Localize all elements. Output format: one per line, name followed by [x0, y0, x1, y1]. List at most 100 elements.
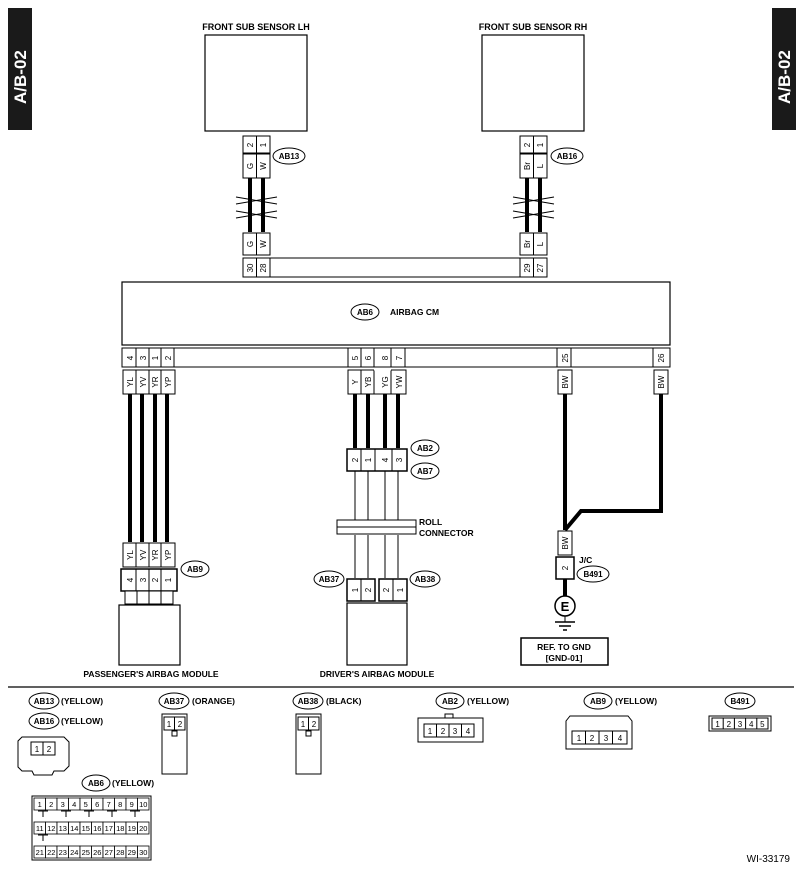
ab6-label: AB6	[350, 303, 380, 321]
ab9-pin-1: 1	[164, 577, 173, 582]
b491-label-text: B491	[583, 570, 603, 579]
legend-ab6-key-tab	[38, 810, 48, 817]
legend-ab13: AB13 (YELLOW)	[28, 692, 103, 710]
ab16-label-text: AB16	[557, 152, 578, 161]
legend-ab9-pin-3: 3	[604, 734, 609, 743]
drv-cm-color-yw: YW	[395, 375, 404, 388]
legend-ab37-color: (ORANGE)	[192, 696, 235, 706]
side-tab-left-label: A/B-02	[11, 50, 30, 104]
gnd-cm-color-25: BW	[561, 375, 570, 388]
ground-symbol-letter: E	[561, 599, 570, 614]
legend-ab6-pin: 14	[70, 824, 78, 833]
pass-ab9-color-yv: YV	[139, 549, 148, 560]
legend-ab6-pin: 28	[116, 848, 124, 857]
ab9-label-text: AB9	[187, 565, 204, 574]
legend-b491-pin-1: 1	[715, 720, 720, 729]
legend-ab6-pin: 1	[38, 800, 42, 809]
legend-ab6-pin: 29	[128, 848, 136, 857]
ab13-label-text: AB13	[279, 152, 300, 161]
cm-pin-28: 28	[259, 263, 268, 272]
cm-pin-1: 1	[151, 355, 160, 360]
legend-ab6-pin: 6	[95, 800, 99, 809]
ab2-pin-3: 3	[395, 457, 404, 462]
drv-cm-color-yg: YG	[381, 376, 390, 388]
legend-b491-pin-2: 2	[727, 720, 732, 729]
lh-top-pin-1: 2	[246, 142, 255, 147]
ab38-connector: 2 1	[378, 578, 408, 602]
legend-ab6-pin: 25	[82, 848, 90, 857]
legend-ab6-pin: 20	[139, 824, 147, 833]
ab9-pin-4: 4	[126, 577, 135, 582]
ground-symbol: E	[554, 595, 576, 631]
cm-pin-6: 6	[364, 355, 373, 360]
rh-cm-color-1: Br	[523, 240, 532, 248]
legend-ab6-name: AB6	[88, 779, 105, 788]
legend-ab6-pin: 11	[36, 824, 44, 833]
ref-to-gnd-line2: [GND-01]	[546, 653, 583, 663]
legend-ab6-key-tab	[38, 834, 48, 841]
ab38-label: AB38	[409, 570, 441, 588]
pass-cm-color-yv: YV	[139, 376, 148, 387]
cm-pin-5: 5	[351, 355, 360, 360]
cm-pin-8: 8	[381, 355, 390, 360]
ab6-label-text: AB6	[357, 308, 374, 317]
rh-top-color-1: Br	[523, 162, 532, 170]
gnd-cm-color-labels: BW BW	[557, 369, 669, 395]
legend-ab6-pin: 30	[139, 848, 147, 857]
ab2-pin-4: 4	[381, 457, 390, 462]
legend-ab6-pin: 3	[61, 800, 65, 809]
jc-label: J/C	[579, 555, 592, 565]
ab2-pin-2: 2	[351, 457, 360, 462]
legend-ab6-pin-cell	[137, 797, 150, 811]
driver-airbag-module-box	[346, 602, 408, 666]
ab2-label: AB2	[410, 439, 440, 457]
legend-ab6-pin: 4	[72, 800, 76, 809]
rh-top-color-2: L	[536, 163, 545, 168]
legend-b491-pin-3: 3	[738, 720, 743, 729]
ab16-label: AB16	[550, 147, 584, 165]
legend-ab2-pin-3: 3	[453, 727, 458, 736]
driver-thin-wires	[354, 471, 399, 578]
airbag-cm-bottom-connector: 4 3 1 2 5 6 8 7 25 26	[121, 347, 671, 368]
airbag-cm-title: AIRBAG CM	[390, 307, 439, 317]
legend-ab38-color: (BLACK)	[326, 696, 362, 706]
lh-top-color-2: W	[259, 162, 268, 170]
legend-ab6-color: (YELLOW)	[112, 778, 154, 788]
legend-ab6-pin: 17	[105, 824, 113, 833]
passenger-airbag-module-box	[118, 604, 181, 666]
lh-top-pin-2: 1	[259, 142, 268, 147]
legend-ab13-connector-shape: 1 2	[17, 736, 70, 776]
legend-ab38-pin-2: 2	[312, 720, 317, 729]
side-tab-left: A/B-02	[8, 8, 32, 130]
ab37-pin-1: 1	[351, 587, 360, 592]
lh-top-color-1: G	[246, 163, 255, 169]
front-sub-sensor-rh-title: FRONT SUB SENSOR RH	[479, 22, 588, 32]
rh-connector-top: 2 1 Br L	[519, 135, 548, 179]
gnd-cm-color-26: BW	[657, 375, 666, 388]
lh-cm-color-2: W	[259, 240, 268, 248]
jc-b491-connector: BW 2	[555, 530, 575, 596]
lh-wires	[235, 178, 278, 232]
front-sub-sensor-lh-title: FRONT SUB SENSOR LH	[202, 22, 310, 32]
ab2-pin-1: 1	[364, 457, 373, 462]
front-sub-sensor-lh-box	[204, 34, 308, 132]
lh-connector-top: 2 1 G W	[242, 135, 271, 179]
cm-pin-4: 4	[126, 355, 135, 360]
legend-b491-pin-4: 4	[749, 720, 754, 729]
side-tab-right-label: A/B-02	[775, 50, 794, 104]
legend-ab6-pin-cell	[137, 821, 150, 835]
legend-ab6-pin: 22	[47, 848, 55, 857]
legend-ab2-color: (YELLOW)	[467, 696, 509, 706]
pass-cm-color-yp: YP	[164, 377, 173, 388]
passenger-airbag-module-title: PASSENGER'S AIRBAG MODULE	[83, 669, 219, 679]
legend-b491-pin-5: 5	[760, 720, 765, 729]
legend-ab6-pin: 13	[59, 824, 67, 833]
ab2-connector: 2 1 4 3	[346, 448, 408, 472]
ab13-label: AB13	[272, 147, 306, 165]
ground-wires	[563, 394, 663, 532]
rh-cm-color-2: L	[536, 241, 545, 246]
document-id: WI-33179	[747, 854, 791, 865]
ab9-connector: 4 3 2 1	[120, 568, 178, 605]
